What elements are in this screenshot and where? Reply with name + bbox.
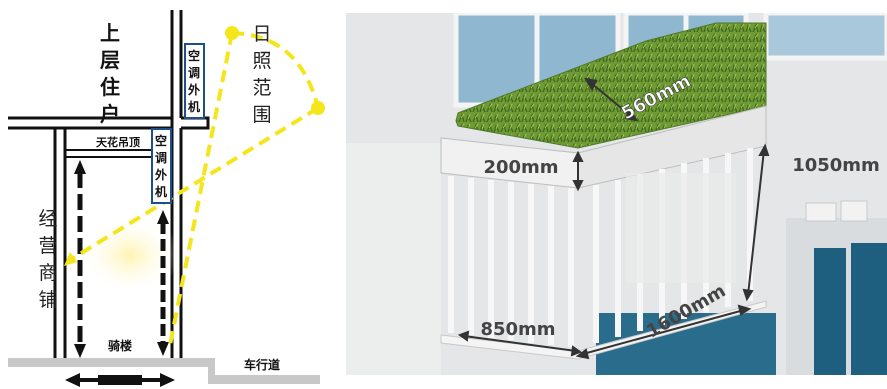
- shop-char: 铺: [38, 289, 57, 311]
- ac-upper-char: 机: [188, 99, 200, 114]
- arcade-width-arrow: [65, 373, 175, 387]
- arcade-height-arrow: [157, 210, 169, 356]
- upper-residence-char: 户: [100, 102, 120, 126]
- sunlight-range-char: 范: [252, 77, 271, 99]
- dim-width-line: [457, 330, 583, 357]
- ac-upper-char: 外: [188, 82, 200, 97]
- ac-lower-char: 外: [155, 167, 167, 182]
- ac-unit-lower: [151, 128, 172, 204]
- sun-arrow-head: [64, 252, 77, 266]
- dim-cage-height-label: 1050mm: [792, 155, 880, 176]
- shop-char: 商: [38, 262, 57, 284]
- sunlight-glow: [80, 215, 180, 295]
- ac-upper-char: 调: [188, 66, 200, 80]
- shop-char: 营: [38, 235, 57, 257]
- dim-cage-height-line: [742, 143, 770, 302]
- dim-depth-line: [583, 77, 639, 122]
- cage-front: [448, 176, 574, 347]
- planter-cage-illustration: 560mm 200mm 1050mm 1600mm 850mm: [346, 13, 887, 375]
- upper-wall: [170, 10, 183, 118]
- ground: [8, 358, 320, 384]
- upper-residence-char: 层: [100, 48, 120, 72]
- shop-height-arrow: [74, 160, 86, 358]
- planter-grass: [455, 22, 767, 149]
- ac-unit-in-cage: [626, 173, 736, 283]
- ac-lower-char: 机: [155, 184, 167, 199]
- dim-planter-height-line: [572, 150, 584, 192]
- sunlight-range-char: 日: [252, 23, 271, 45]
- ground-wall: [53, 128, 183, 358]
- sunlight-range-char: 照: [252, 50, 271, 72]
- ceiling-label: 天花吊顶: [96, 135, 140, 149]
- upper-residence-char: 住: [100, 75, 120, 99]
- dim-length-line: [575, 304, 752, 360]
- ac-unit-upper: [184, 43, 205, 119]
- upper-residence-char: 上: [100, 21, 120, 45]
- dim-planter-height-label: 200mm: [483, 157, 558, 178]
- dim-width-label: 850mm: [480, 319, 555, 340]
- ac-lower-char: 空: [155, 133, 167, 148]
- ac-lower-char: 调: [155, 151, 167, 165]
- left-facade-panel: [346, 143, 441, 375]
- ac-upper-char: 空: [188, 48, 200, 63]
- sun-point-top: [225, 26, 239, 40]
- arcade-label: 骑楼: [108, 338, 132, 353]
- sunlight-range-char: 围: [252, 104, 271, 126]
- sun-point-right: [311, 101, 325, 115]
- shop-char: 经: [38, 208, 57, 230]
- lower-right-windows: [786, 200, 887, 375]
- roadway-label: 车行道: [244, 357, 280, 372]
- sun-path: [68, 31, 320, 346]
